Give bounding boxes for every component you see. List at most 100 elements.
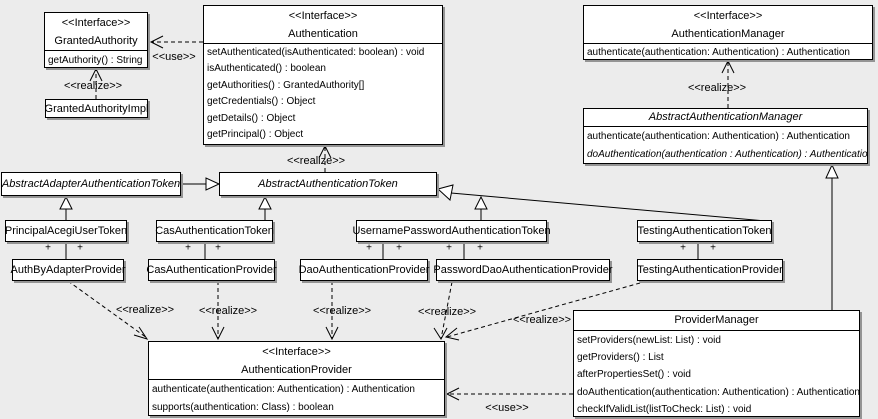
stereotype-label: <<Interface>> — [693, 10, 763, 22]
method-signature: setAuthenticated(isAuthenticated: boolea… — [207, 47, 425, 58]
class-name: UsernamePasswordAuthenticationToken — [352, 225, 551, 237]
class-principal-acegi-user-token[interactable]: PrincipalAcegiUserToken — [5, 220, 127, 242]
realize-label: <<realize>> — [512, 314, 572, 326]
class-header: <<Interface>> AuthenticationManager — [584, 6, 872, 44]
realize-label: <<realize>> — [417, 306, 477, 318]
realize-label: <<realize>> — [198, 305, 258, 317]
method-signature: getCredentials() : Object — [207, 96, 316, 108]
realize-label: <<realize>> — [115, 304, 175, 316]
class-name: ProviderManager — [674, 314, 759, 326]
open-arrowheads — [89, 35, 735, 401]
class-password-dao-authentication-provider[interactable]: PasswordDaoAuthenticationProvider — [433, 259, 613, 281]
realize-label: <<realize>> — [312, 305, 372, 317]
class-header: PasswordDaoAuthenticationProvider — [433, 260, 612, 280]
class-name: GrantedAuthority — [54, 35, 138, 47]
realize-label: <<realize>> — [286, 155, 346, 167]
class-username-password-authentication-token[interactable]: UsernamePasswordAuthenticationToken — [352, 220, 551, 242]
class-name: PrincipalAcegiUserToken — [4, 225, 128, 237]
method-signature: supports(authentication: Class) : boolea… — [152, 401, 334, 413]
class-name: TestingAuthenticationToken — [637, 225, 772, 237]
method-compartment: authenticate(authentication: Authenticat… — [584, 44, 872, 59]
class-name: DaoAuthenticationProvider — [298, 264, 430, 276]
method-signature: setProviders(newList: List) : void — [577, 335, 721, 346]
stereotype-label: <<Interface>> — [61, 17, 131, 29]
class-auth-by-adapter-provider[interactable]: AuthByAdapterProvider — [10, 259, 126, 281]
association-end-plus: + — [77, 242, 83, 254]
association-end-plus: + — [477, 242, 483, 254]
class-granted-authority[interactable]: <<Interface>> GrantedAuthority getAuthor… — [44, 12, 148, 68]
class-header: <<Interface>> AuthenticationProvider — [149, 342, 444, 380]
class-abstract-adapter-authentication-token[interactable]: AbstractAdapterAuthenticationToken — [1, 172, 181, 196]
class-granted-authority-impl[interactable]: GrantedAuthorityImpl — [45, 99, 148, 118]
generalization-arrowheads — [59, 163, 839, 210]
realize-label: <<realize>> — [63, 80, 123, 92]
class-name: GrantedAuthorityImpl — [44, 102, 149, 115]
class-header: ProviderManager — [574, 311, 859, 331]
class-name: Authentication — [288, 28, 358, 40]
method-signature: getProviders() : List — [577, 352, 664, 364]
association-end-plus: + — [45, 242, 51, 254]
class-header: AuthByAdapterProvider — [10, 260, 126, 280]
class-name: TestingAuthenticationProvider — [637, 264, 783, 276]
method-signature: isAuthenticated() : boolean — [207, 63, 326, 75]
class-name: AbstractAuthenticationManager — [648, 111, 803, 123]
method-signature: getDetails() : Object — [207, 112, 296, 124]
method-signature: getPrincipal() : Object — [207, 129, 304, 141]
class-header: TestingAuthenticationProvider — [637, 260, 783, 280]
method-compartment: setProviders(newList: List) : void getPr… — [574, 331, 859, 416]
method-signature: checkIfValidList(listToCheck: List) : vo… — [577, 403, 752, 415]
class-name: AuthenticationManager — [671, 28, 785, 40]
method-signature: getAuthorities() : GrantedAuthority[] — [207, 79, 365, 91]
class-header: CasAuthenticationToken — [155, 221, 274, 241]
method-signature: authenticate(authentication: Authenticat… — [587, 47, 850, 58]
method-signature: doAuthentication(authentication : Authen… — [587, 149, 867, 160]
class-name: CasAuthenticationProvider — [146, 264, 277, 276]
method-signature: afterPropertiesSet() : void — [577, 369, 691, 381]
stereotype-label: <<Interface>> — [288, 10, 358, 22]
class-header: TestingAuthenticationToken — [637, 221, 772, 241]
class-header: AbstractAuthenticationToken — [220, 173, 436, 195]
class-header: PrincipalAcegiUserToken — [4, 221, 128, 241]
interface-authentication[interactable]: <<Interface>> Authentication setAuthenti… — [203, 5, 443, 145]
method-signature: doAuthentication(authentication: Authent… — [577, 386, 859, 398]
interface-authentication-provider[interactable]: <<Interface>> AuthenticationProvider aut… — [148, 341, 445, 416]
class-header: <<Interface>> GrantedAuthority — [45, 13, 147, 51]
use-label: <<use>> — [152, 51, 196, 63]
class-name: AuthByAdapterProvider — [10, 264, 126, 276]
association-end-plus: + — [185, 242, 191, 254]
class-header: AbstractAuthenticationManager — [584, 109, 867, 127]
use-label: <<use>> — [485, 402, 529, 414]
realize-label: <<realize>> — [687, 82, 747, 94]
class-cas-authentication-provider[interactable]: CasAuthenticationProvider — [146, 259, 277, 281]
dashed-lines — [67, 41, 729, 395]
class-abstract-authentication-manager[interactable]: AbstractAuthenticationManager authentica… — [583, 108, 868, 164]
class-name: AbstractAuthenticationToken — [258, 178, 398, 190]
method-signature: authenticate(authentication: Authenticat… — [152, 384, 415, 395]
method-compartment: setAuthenticated(isAuthenticated: boolea… — [204, 44, 442, 144]
method-signature: authenticate(authentication: Authenticat… — [587, 131, 850, 142]
method-compartment: authenticate(authentication: Authenticat… — [584, 127, 867, 163]
method-compartment: authenticate(authentication: Authenticat… — [149, 380, 444, 415]
method-compartment: getAuthority() : String — [45, 51, 147, 67]
interface-authentication-manager[interactable]: <<Interface>> AuthenticationManager auth… — [583, 5, 873, 60]
class-testing-authentication-provider[interactable]: TestingAuthenticationProvider — [637, 259, 783, 281]
class-abstract-authentication-token[interactable]: AbstractAuthenticationToken — [219, 172, 437, 196]
association-end-plus: + — [680, 242, 686, 254]
association-end-plus: + — [396, 242, 402, 254]
method-signature: getAuthority() : String — [48, 55, 143, 66]
class-dao-authentication-provider[interactable]: DaoAuthenticationProvider — [298, 259, 430, 281]
class-header: UsernamePasswordAuthenticationToken — [352, 221, 550, 241]
class-header: GrantedAuthorityImpl — [44, 100, 149, 117]
class-header: CasAuthenticationProvider — [146, 260, 277, 280]
class-name: PasswordDaoAuthenticationProvider — [433, 264, 613, 276]
association-end-plus: + — [710, 242, 716, 254]
class-cas-authentication-token[interactable]: CasAuthenticationToken — [155, 220, 274, 242]
class-name: AbstractAdapterAuthenticationToken — [1, 178, 181, 190]
association-end-plus: + — [446, 242, 452, 254]
solid-lines — [65, 178, 833, 310]
stereotype-label: <<Interface>> — [262, 346, 331, 358]
class-testing-authentication-token[interactable]: TestingAuthenticationToken — [637, 220, 772, 242]
class-provider-manager[interactable]: ProviderManager setProviders(newList: Li… — [573, 310, 860, 417]
